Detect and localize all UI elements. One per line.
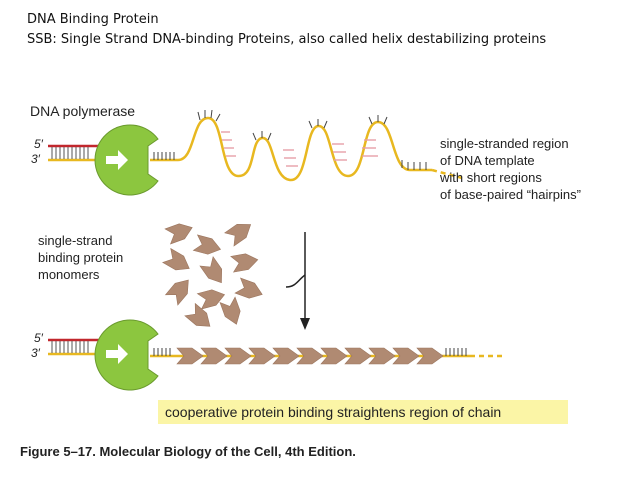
figure-caption: Figure 5–17. Molecular Biology of the Ce… xyxy=(20,444,356,459)
arrow-icon xyxy=(106,150,128,170)
ssdna-label-line-4: of base-paired “hairpins” xyxy=(440,187,581,202)
monomers-label-line-3: monomers xyxy=(38,267,100,282)
ssdna-label-line-1: single-stranded region xyxy=(440,136,569,151)
ssb-monomer xyxy=(162,248,194,276)
five-prime-top: 5′ xyxy=(34,137,44,151)
ssb-monomer xyxy=(224,217,256,247)
ssb-monomer xyxy=(193,234,223,258)
ssdna-label-line-3: with short regions xyxy=(439,170,542,185)
ssb-monomer xyxy=(234,277,266,303)
down-arrow-icon xyxy=(285,232,310,330)
monomers-label-line-1: single-strand xyxy=(38,233,112,248)
monomers-label-line-2: binding protein xyxy=(38,250,123,265)
ssb-coated-strand xyxy=(150,347,505,365)
caption-box: cooperative protein binding straightens … xyxy=(158,400,568,424)
ssb-monomer xyxy=(230,251,260,273)
dna-polymerase-bottom xyxy=(94,319,159,391)
ssb-monomers xyxy=(162,217,266,333)
ssb-monomer xyxy=(219,296,245,328)
ssdna-label: single-stranded region of DNA template w… xyxy=(439,136,581,202)
ssdna-label-line-2: of DNA template xyxy=(440,153,535,168)
ssdna-template xyxy=(150,109,463,182)
slide-subtitle: SSB: Single Strand DNA-binding Proteins,… xyxy=(27,32,547,47)
dna-polymerase-top xyxy=(94,124,159,196)
arrow-icon xyxy=(106,344,128,364)
five-prime-bottom: 5′ xyxy=(34,331,44,345)
ssb-monomer xyxy=(165,274,195,306)
top-duplex xyxy=(48,144,100,162)
ssb-monomer xyxy=(164,219,196,245)
ssb-monomer xyxy=(184,303,216,333)
three-prime-bottom: 3′ xyxy=(31,346,41,360)
slide-header: DNA Binding Protein SSB: Single Strand D… xyxy=(27,10,546,50)
ssb-monomer xyxy=(199,256,229,288)
slide-title: DNA Binding Protein xyxy=(27,12,159,27)
three-prime-top: 3′ xyxy=(31,152,41,166)
monomers-label: single-strand binding protein monomers xyxy=(38,233,123,282)
caption-box-text: cooperative protein binding straightens … xyxy=(165,404,501,420)
polymerase-label: DNA polymerase xyxy=(30,103,135,119)
bottom-duplex xyxy=(48,338,100,356)
